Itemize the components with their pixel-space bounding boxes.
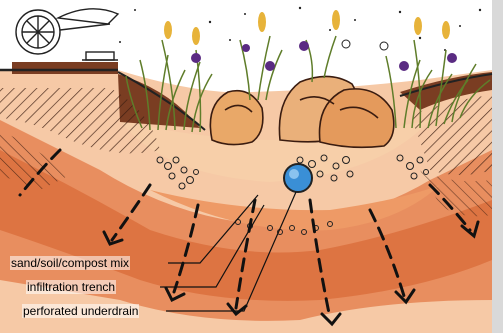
label-perforated-underdrain: perforated underdrain — [22, 304, 139, 318]
frame-edge — [492, 0, 503, 333]
underdrain-pipe — [284, 164, 312, 192]
sky-dots — [89, 7, 481, 51]
flowers — [164, 10, 457, 71]
label-infiltration-trench: infiltration trench — [26, 280, 116, 294]
label-sand-soil-compost-mix: sand/soil/compost mix — [10, 256, 130, 270]
lawn-mower-sketch — [16, 9, 118, 60]
